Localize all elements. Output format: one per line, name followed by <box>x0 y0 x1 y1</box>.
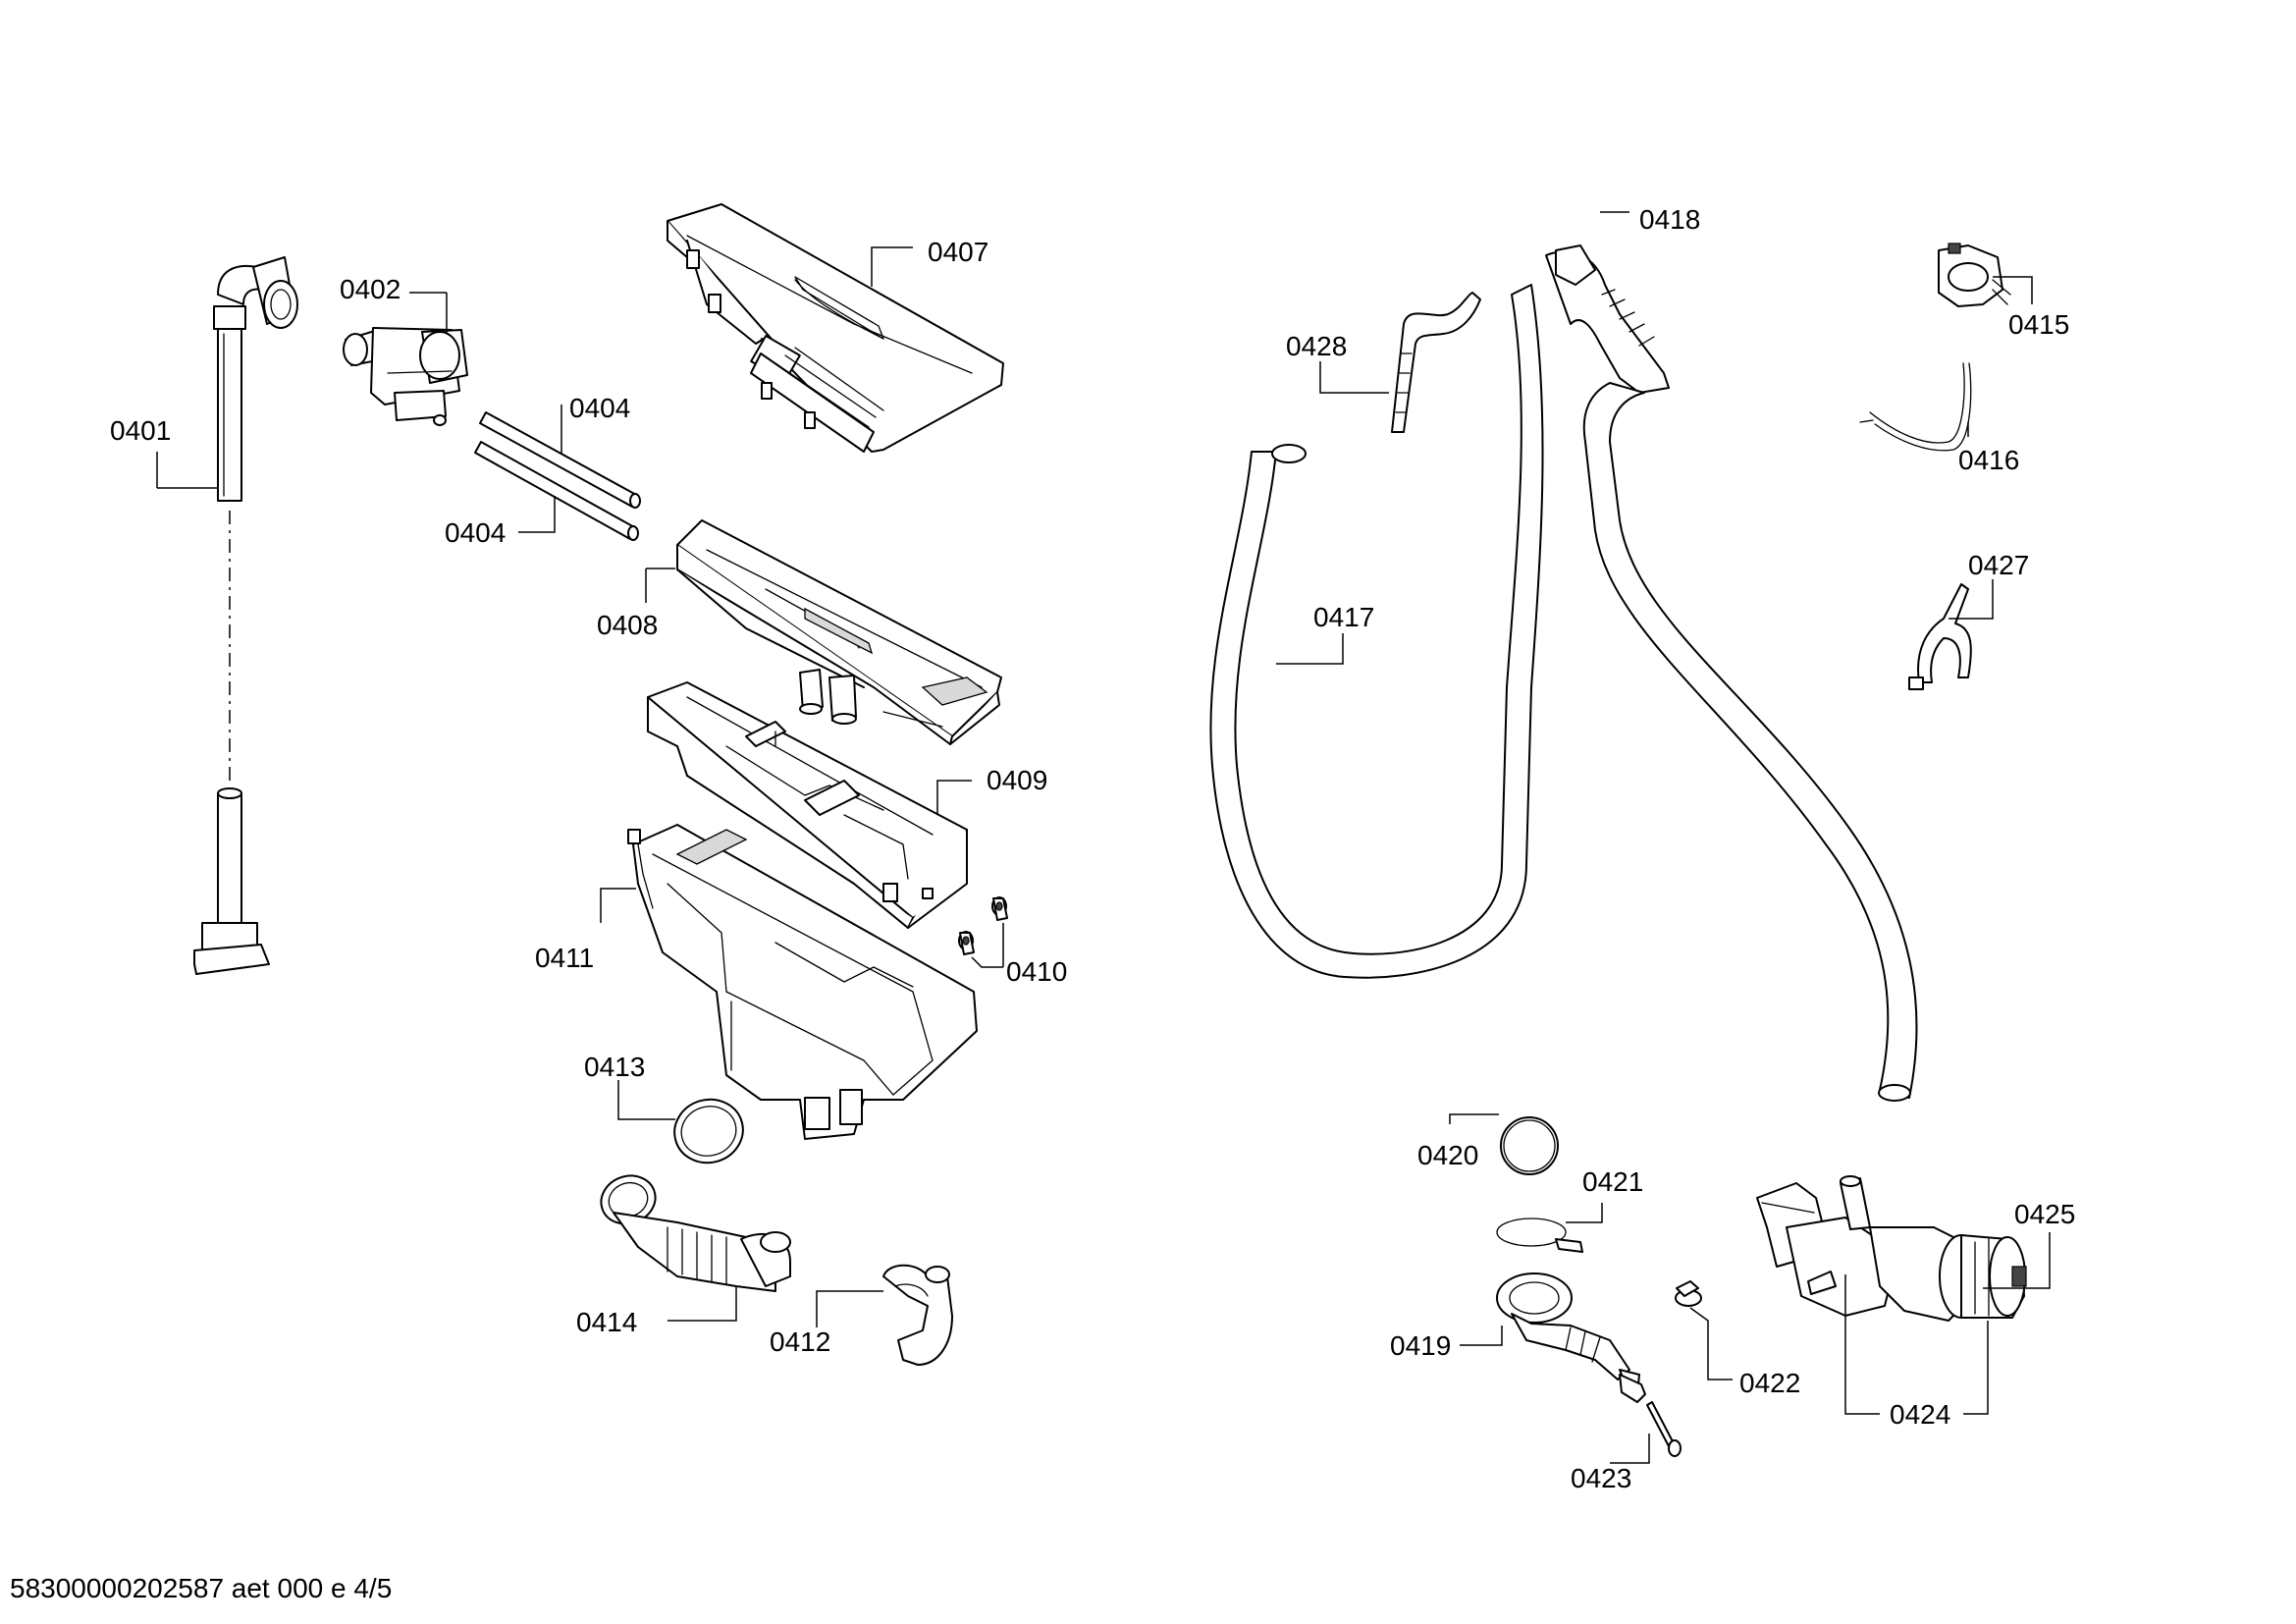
part-0411-dispenser-housing[interactable] <box>627 824 978 1140</box>
part-0428-small-hose[interactable] <box>1391 292 1481 433</box>
part-0414-bellows-hose[interactable] <box>594 1168 791 1292</box>
part-0423-screw[interactable] <box>1646 1401 1682 1457</box>
label-0423: 0423 <box>1571 1463 1631 1493</box>
part-0401-inlet-pipe[interactable] <box>193 256 298 975</box>
part-0422-small-clamp[interactable] <box>1675 1280 1702 1307</box>
label-0404-b: 0404 <box>445 517 506 548</box>
part-0407-drawer-cover[interactable] <box>667 203 1004 453</box>
label-0417: 0417 <box>1313 602 1374 632</box>
part-0412-elbow-hose[interactable] <box>882 1264 953 1366</box>
document-id: 58300000202587 aet 000 e 4/5 <box>10 1573 393 1603</box>
part-0404-tubes[interactable] <box>474 411 641 541</box>
label-0420: 0420 <box>1417 1140 1478 1170</box>
label-0425: 0425 <box>2014 1199 2075 1229</box>
label-0409: 0409 <box>987 765 1047 795</box>
label-0416: 0416 <box>1958 445 2019 475</box>
part-0402-inlet-valve[interactable] <box>343 327 468 426</box>
part-0408-detergent-drawer[interactable] <box>676 519 1002 745</box>
label-0402: 0402 <box>340 274 400 304</box>
part-0427-hose-clip[interactable] <box>1908 583 1972 690</box>
label-0407: 0407 <box>928 237 988 267</box>
part-0413-seal-ring[interactable] <box>667 1092 750 1170</box>
label-0413: 0413 <box>584 1052 645 1082</box>
label-0422: 0422 <box>1739 1368 1800 1398</box>
label-0414: 0414 <box>576 1307 637 1337</box>
label-0428: 0428 <box>1286 331 1347 361</box>
part-0419-sump-hose[interactable] <box>1496 1272 1646 1403</box>
label-0408: 0408 <box>597 610 658 640</box>
label-0401: 0401 <box>110 415 171 446</box>
part-0416-hose-clip[interactable] <box>1859 362 1972 452</box>
part-0420-o-ring[interactable] <box>1500 1116 1559 1175</box>
label-0421: 0421 <box>1582 1166 1643 1197</box>
part-0415-pressure-switch[interactable] <box>1938 243 2011 307</box>
part-0409-drawer-insert[interactable] <box>647 681 968 929</box>
label-0427: 0427 <box>1968 550 2029 580</box>
label-0404-a: 0404 <box>569 393 630 423</box>
label-0418: 0418 <box>1639 204 1700 235</box>
label-0424: 0424 <box>1890 1399 1950 1430</box>
part-0424-drain-pump[interactable] <box>1756 1175 1974 1322</box>
label-0412: 0412 <box>770 1326 830 1357</box>
label-0411: 0411 <box>535 943 594 973</box>
part-0410-screws[interactable] <box>958 896 1008 955</box>
part-0425-pump-filter[interactable] <box>1939 1234 2027 1319</box>
part-0417-drain-hose[interactable] <box>1209 284 1544 979</box>
label-0410: 0410 <box>1006 956 1067 987</box>
label-0419: 0419 <box>1390 1330 1451 1361</box>
label-0415: 0415 <box>2008 309 2069 340</box>
part-0418-bellows-drain-hose[interactable] <box>1545 244 1918 1102</box>
part-0421-hose-clamp[interactable] <box>1496 1218 1583 1253</box>
